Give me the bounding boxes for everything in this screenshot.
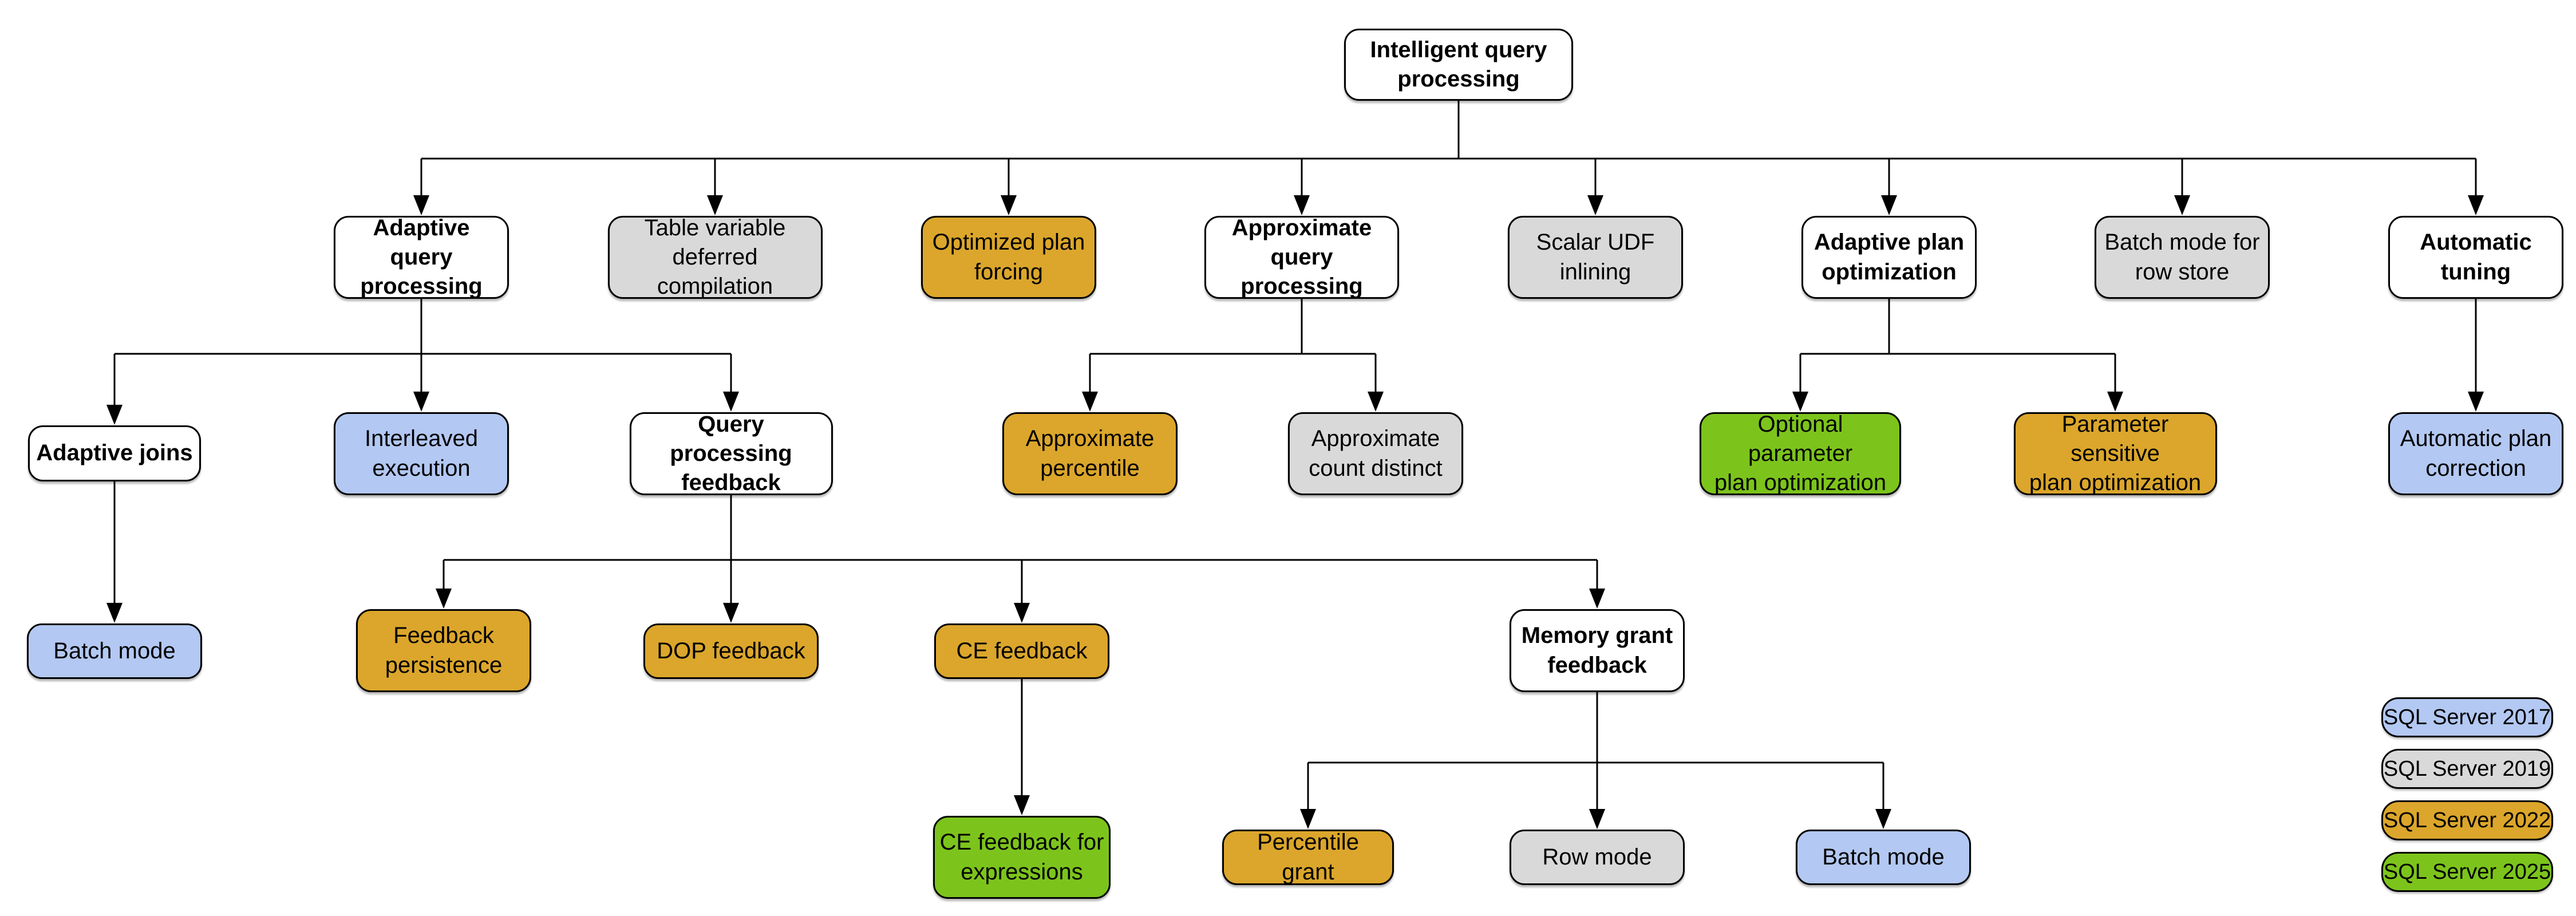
node-ap: Approximate percentile (1002, 412, 1178, 495)
arrowhead-icon (1082, 392, 1098, 412)
node-label: Query processing feedback (670, 411, 792, 496)
node-label: Adaptive query processing (360, 215, 483, 299)
arrowhead-icon (1300, 809, 1316, 829)
arrowhead-icon (106, 405, 123, 425)
arrowhead-icon (723, 603, 739, 623)
node-label: Intelligent query processing (1370, 37, 1547, 92)
node-label: Batch mode for row store (2104, 230, 2260, 285)
node-at: Automatic tuning (2388, 216, 2563, 299)
node-mgf: Memory grant feedback (1510, 609, 1685, 692)
arrowhead-icon (1587, 195, 1603, 215)
legend-item-sql-server-2019: SQL Server 2019 (2381, 749, 2553, 789)
arrowhead-icon (1881, 195, 1897, 215)
node-label: Memory grant feedback (1521, 623, 1673, 678)
arrowhead-icon (2107, 392, 2123, 412)
legend-item-sql-server-2022: SQL Server 2022 (2381, 800, 2553, 840)
node-apo: Adaptive plan optimization (1801, 216, 1977, 299)
arrowhead-icon (1875, 809, 1891, 829)
node-aqp2: Approximate query processing (1204, 215, 1399, 299)
legend-label: SQL Server 2017 (2383, 705, 2551, 729)
node-pg: Percentile grant (1222, 830, 1394, 885)
node-label: Automatic tuning (2420, 230, 2532, 285)
node-label: Approximate count distinct (1309, 426, 1443, 481)
node-bm_aj: Batch mode (27, 623, 202, 679)
node-tvdc: Table variable deferred compilation (607, 215, 823, 299)
node-cefe: CE feedback for expressions (933, 816, 1111, 899)
node-label: Table variable deferred compilation (644, 215, 786, 299)
node-label: Adaptive joins (36, 440, 193, 466)
node-oppo: Optional parameter plan optimization (1700, 412, 1901, 495)
node-acd: Approximate count distinct (1288, 412, 1463, 495)
node-label: CE feedback for expressions (939, 830, 1104, 885)
node-sudf: Scalar UDF inlining (1508, 216, 1683, 299)
node-label: Approximate percentile (1025, 426, 1155, 481)
arrowhead-icon (1294, 195, 1310, 215)
legend-label: SQL Server 2025 (2383, 859, 2551, 884)
arrowhead-icon (1368, 392, 1384, 412)
arrowhead-icon (707, 195, 723, 215)
arrowhead-icon (1792, 392, 1808, 412)
legend-item-sql-server-2025: SQL Server 2025 (2381, 852, 2553, 892)
arrowhead-icon (1001, 195, 1017, 215)
legend-label: SQL Server 2022 (2383, 808, 2551, 832)
node-label: Optimized plan forcing (932, 230, 1085, 285)
node-bmrs: Batch mode for row store (2095, 216, 2270, 299)
node-label: Scalar UDF inlining (1536, 230, 1655, 285)
node-qpf: Query processing feedback (629, 411, 833, 496)
legend-item-sql-server-2017: SQL Server 2017 (2381, 697, 2553, 737)
node-label: Batch mode (1822, 844, 1945, 870)
node-label: Automatic plan correction (2400, 426, 2552, 481)
node-label: DOP feedback (657, 638, 805, 664)
node-label: CE feedback (956, 638, 1088, 664)
node-label: Row mode (1542, 844, 1652, 870)
node-label: Batch mode (53, 638, 176, 664)
arrowhead-icon (2468, 195, 2484, 215)
node-label: Percentile grant (1257, 830, 1359, 885)
legend-label: SQL Server 2019 (2383, 756, 2551, 781)
node-pspo: Parameter sensitive plan optimization (2013, 411, 2217, 496)
node-root: Intelligent query processing (1344, 29, 1573, 101)
arrowhead-icon (723, 392, 739, 412)
arrowhead-icon (2174, 195, 2190, 215)
node-fp: Feedback persistence (356, 609, 531, 692)
arrowhead-icon (1589, 809, 1605, 829)
node-label: Interleaved execution (365, 426, 478, 481)
node-bm2: Batch mode (1796, 830, 1971, 885)
node-label: Optional parameter plan optimization (1714, 411, 1887, 496)
node-label: Feedback persistence (385, 623, 503, 678)
arrowhead-icon (436, 589, 452, 609)
arrowhead-icon (413, 195, 429, 215)
node-label: Adaptive plan optimization (1814, 230, 1965, 285)
arrowhead-icon (2468, 392, 2484, 412)
arrowhead-icon (106, 603, 123, 623)
arrowhead-icon (413, 392, 429, 412)
node-apc: Automatic plan correction (2388, 412, 2563, 495)
node-aqp: Adaptive query processing (334, 215, 509, 299)
node-aj: Adaptive joins (28, 425, 201, 481)
arrowhead-icon (1014, 603, 1030, 623)
node-opf: Optimized plan forcing (921, 216, 1096, 299)
node-rm: Row mode (1510, 830, 1685, 885)
node-label: Parameter sensitive plan optimization (2029, 411, 2202, 496)
node-ce: CE feedback (934, 623, 1109, 679)
node-dop: DOP feedback (643, 623, 819, 679)
node-label: Approximate query processing (1231, 215, 1372, 299)
arrowhead-icon (1589, 589, 1605, 609)
arrowhead-icon (1014, 795, 1030, 815)
node-ie: Interleaved execution (334, 412, 509, 495)
